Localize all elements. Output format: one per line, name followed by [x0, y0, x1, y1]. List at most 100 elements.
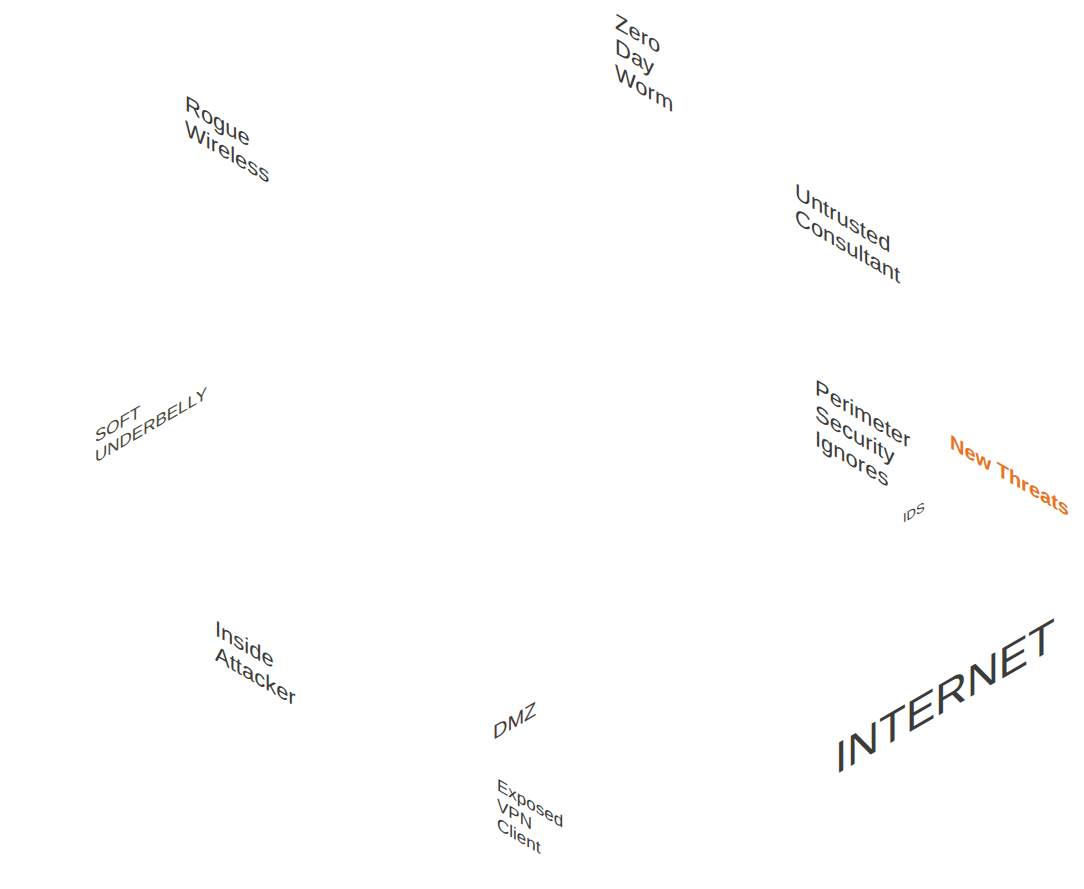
ids-base-side: [870, 510, 887, 528]
screen: [510, 255, 531, 288]
router: [820, 648, 889, 700]
threat-label: Rogue Wireless: [185, 90, 269, 189]
drive-bay: [551, 640, 568, 656]
keyboard-top: [180, 514, 216, 535]
ids-head-top: [856, 486, 877, 498]
ids-head-side: [856, 491, 868, 512]
keyboard-top: [493, 279, 529, 300]
switch-side: [433, 444, 462, 470]
firewall: [705, 583, 755, 682]
screen: [617, 768, 638, 801]
zone-outline: [345, 460, 895, 770]
threat-label: Zero Day Worm: [615, 8, 673, 118]
keyboard-side: [529, 244, 537, 252]
radio-wave: [310, 418, 312, 429]
keyboard-side: [230, 548, 258, 567]
network-wires: [205, 335, 852, 674]
server-tower-top: [376, 395, 419, 420]
workstation-side: [220, 486, 244, 530]
drive-bay: [379, 416, 385, 485]
server-tower-side: [702, 234, 719, 354]
switch: [641, 547, 693, 585]
threat-marker: [480, 272, 504, 296]
threat-label: Exposed VPN Client: [497, 775, 563, 872]
envelope-flap: [461, 78, 478, 120]
network-wire: [667, 568, 850, 674]
network-zone: SOFT UNDERBELLY: [40, 150, 870, 690]
laptop: [730, 48, 806, 138]
flame: [590, 508, 602, 540]
router-arrow: [860, 665, 874, 673]
emphasis-label: New Threats: [950, 430, 1069, 522]
router-arrow: [841, 666, 860, 677]
drive-bay: [593, 664, 610, 680]
workstation-top: [555, 208, 605, 237]
drive-bay: [722, 344, 739, 360]
keyboard-side: [433, 300, 441, 308]
network-wire: [600, 568, 667, 607]
screen: [518, 204, 539, 237]
ids-head-side: [868, 493, 877, 512]
radio-wave: [304, 414, 308, 434]
biohazard-ring: [464, 63, 492, 80]
threat-marker: [392, 489, 416, 513]
laptop-base: [730, 98, 806, 138]
keyboard-side: [600, 796, 628, 815]
threat-label: Untrusted Consultant: [795, 178, 900, 289]
router-top: [820, 648, 889, 688]
drive-bay: [708, 256, 718, 342]
screen: [302, 550, 323, 583]
firewall-top: [575, 461, 625, 490]
tower-tip: [299, 94, 311, 106]
workstation-side: [485, 279, 509, 323]
radio-wave: [315, 90, 319, 110]
server-tower-top: [534, 542, 589, 574]
keyboard-top: [285, 574, 321, 595]
laptop-screen: [735, 56, 763, 110]
network-wire: [258, 453, 318, 548]
workstation-top: [459, 264, 509, 293]
threat-leader: [480, 112, 492, 278]
worm-envelope: [400, 30, 556, 120]
access-point-top: [289, 428, 348, 462]
workstation-side: [419, 255, 445, 300]
server-tower-side: [743, 258, 760, 378]
access-point: [289, 414, 348, 470]
workstation-top: [467, 213, 517, 242]
zone-label: INTERNET: [835, 608, 1055, 786]
switch-side: [462, 444, 491, 470]
workstation-side: [541, 200, 565, 244]
workstation-side: [244, 515, 270, 560]
keyboard-side: [628, 808, 636, 816]
vpn-workstation-top: [614, 749, 664, 778]
zone-fill: [40, 150, 870, 690]
network-wire: [318, 453, 395, 497]
keyboard-side: [208, 530, 216, 538]
workstation-side: [515, 199, 541, 244]
server-tower: [622, 188, 677, 330]
workstation-side: [493, 228, 517, 272]
radio-wave: [329, 76, 339, 124]
keyboard-side: [481, 272, 489, 280]
server-tower: [492, 518, 547, 650]
server-tower-side: [376, 406, 400, 515]
server-tower-side: [614, 588, 631, 698]
server-tower-side: [400, 409, 419, 515]
server-tower-side: [534, 552, 572, 674]
keyboard-side: [501, 232, 529, 251]
device-label: IDS: [903, 499, 925, 526]
drive-bay: [625, 208, 635, 294]
keyboard-side: [258, 560, 266, 568]
keyboard-side: [405, 288, 433, 307]
ids-base-side: [844, 505, 870, 528]
drive-bay: [537, 562, 547, 638]
workstation-side: [270, 516, 294, 560]
router-side: [820, 668, 855, 700]
network-wire: [315, 453, 318, 575]
server-tower-side: [622, 198, 660, 330]
server-tower: [664, 212, 719, 354]
router-side: [855, 668, 890, 700]
server-tower-side: [572, 564, 589, 674]
